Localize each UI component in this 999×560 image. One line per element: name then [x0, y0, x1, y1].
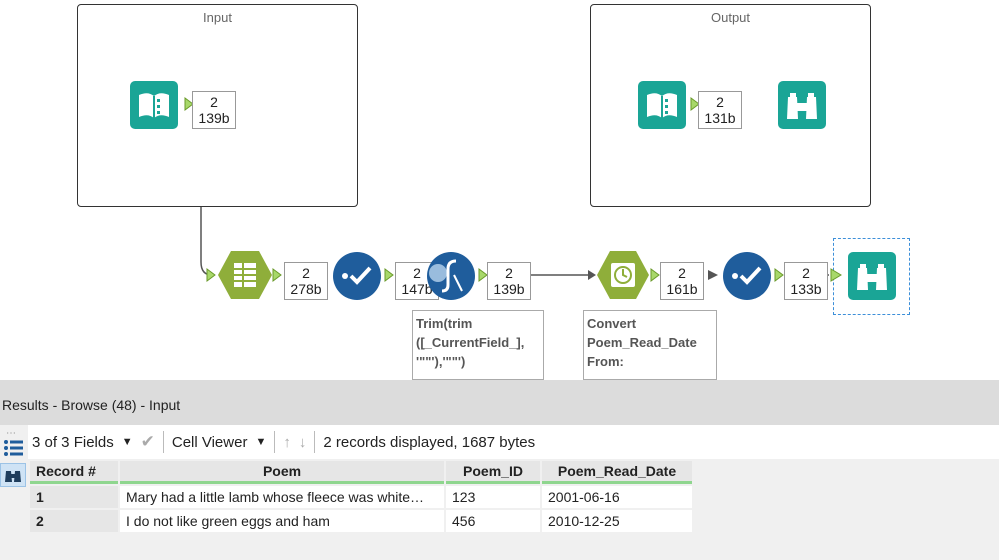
- anchor-icon: [384, 268, 394, 282]
- binoculars-icon: [5, 471, 21, 482]
- anchor-icon: [478, 268, 488, 282]
- text-to-columns-tool[interactable]: [218, 250, 272, 305]
- chevron-down-icon: ▼: [121, 436, 133, 448]
- chevron-down-icon: ▼: [255, 436, 267, 448]
- output-container-title: Output: [710, 10, 751, 25]
- anchor-icon: [650, 268, 660, 282]
- records-status: 2 records displayed, 1687 bytes: [323, 433, 536, 451]
- results-title: Results - Browse (48) - Input: [0, 380, 999, 425]
- results-toolbar: 3 of 3 Fields ▼ ✔ Cell Viewer ▼ ↑ ↓ 2 re…: [28, 425, 999, 459]
- arrow-up-icon: ↑: [283, 433, 291, 451]
- anchor-icon: [206, 268, 216, 282]
- results-side-strip: ⋯: [0, 425, 28, 560]
- browse-tool[interactable]: [778, 81, 826, 134]
- poem-read-date-cell[interactable]: 2001-06-16: [542, 486, 692, 508]
- poem-cell[interactable]: I do not like green eggs and ham: [120, 510, 444, 532]
- cell-viewer-dropdown[interactable]: Cell Viewer ▼: [168, 434, 270, 451]
- formula-annotation: Trim(trim ([_CurrentField_], '""'),'""'): [412, 310, 544, 380]
- formula-icon: [427, 252, 475, 300]
- book-icon: [130, 81, 178, 129]
- column-header-poem-id[interactable]: Poem_ID: [446, 461, 540, 484]
- input-container-title: Input: [203, 10, 232, 25]
- checkmark-icon: ✔: [140, 432, 155, 451]
- table-row[interactable]: 2 I do not like green eggs and ham 456 2…: [30, 510, 692, 532]
- binoculars-view-button[interactable]: [0, 463, 26, 487]
- input-data-tool[interactable]: [130, 81, 178, 134]
- column-header-poem[interactable]: Poem: [120, 461, 444, 484]
- move-down-button[interactable]: ↓: [295, 434, 311, 451]
- table-header-row: Record # Poem Poem_ID Poem_Read_Date: [30, 461, 692, 484]
- text-to-columns-icon: [218, 251, 272, 299]
- results-pane: Results - Browse (48) - Input ⋯ 3 of 3 F…: [0, 380, 999, 560]
- results-table-area: Record # Poem Poem_ID Poem_Read_Date 1 M…: [28, 459, 999, 560]
- toolbar-divider: [162, 431, 164, 453]
- more-icon[interactable]: ⋯: [6, 428, 16, 439]
- toolbar-divider: [274, 431, 276, 453]
- datetime-annotation: Convert Poem_Read_Date From:: [583, 310, 717, 380]
- checkmark-icon: [723, 252, 771, 300]
- toolbar-divider: [314, 431, 316, 453]
- poem-id-cell[interactable]: 456: [446, 510, 540, 532]
- poem-read-date-cell[interactable]: 2010-12-25: [542, 510, 692, 532]
- column-header-poem-read-date[interactable]: Poem_Read_Date: [542, 461, 692, 484]
- arrow-down-icon: ↓: [298, 433, 307, 451]
- column-header-record[interactable]: Record #: [30, 461, 118, 484]
- poem-cell[interactable]: Mary had a little lamb whose fleece was …: [120, 486, 444, 508]
- anchor-icon: [774, 268, 784, 282]
- select-tool[interactable]: [332, 251, 382, 306]
- selected-browse-tool[interactable]: [830, 238, 910, 315]
- anchor-icon: [184, 97, 194, 111]
- select-tool-2[interactable]: [722, 251, 772, 306]
- anchor-icon: [272, 268, 282, 282]
- record-number-cell[interactable]: 1: [30, 486, 118, 508]
- anchor-icon: [690, 97, 700, 111]
- cell-viewer-label: Cell Viewer: [171, 433, 248, 451]
- book-icon: [638, 81, 686, 129]
- datetime-tool[interactable]: [597, 250, 649, 305]
- move-up-button[interactable]: ↑: [279, 434, 295, 451]
- anchor-icon: [830, 268, 842, 282]
- clock-icon: [597, 251, 649, 299]
- output-input-tool[interactable]: [638, 81, 686, 134]
- binoculars-icon: [848, 252, 896, 300]
- fields-dropdown[interactable]: 3 of 3 Fields ▼: [28, 434, 137, 451]
- multi-field-formula-tool[interactable]: [426, 251, 476, 306]
- poem-id-cell[interactable]: 123: [446, 486, 540, 508]
- record-number-cell[interactable]: 2: [30, 510, 118, 532]
- results-table: Record # Poem Poem_ID Poem_Read_Date 1 M…: [28, 459, 694, 534]
- checkmark-icon: [333, 252, 381, 300]
- fields-label: 3 of 3 Fields: [32, 433, 114, 451]
- input-container[interactable]: Input: [77, 4, 358, 207]
- binoculars-icon: [778, 81, 826, 129]
- list-icon[interactable]: [3, 439, 25, 457]
- arrow-icon: [708, 270, 718, 280]
- apply-button[interactable]: ✔: [137, 432, 159, 452]
- table-row[interactable]: 1 Mary had a little lamb whose fleece wa…: [30, 486, 692, 508]
